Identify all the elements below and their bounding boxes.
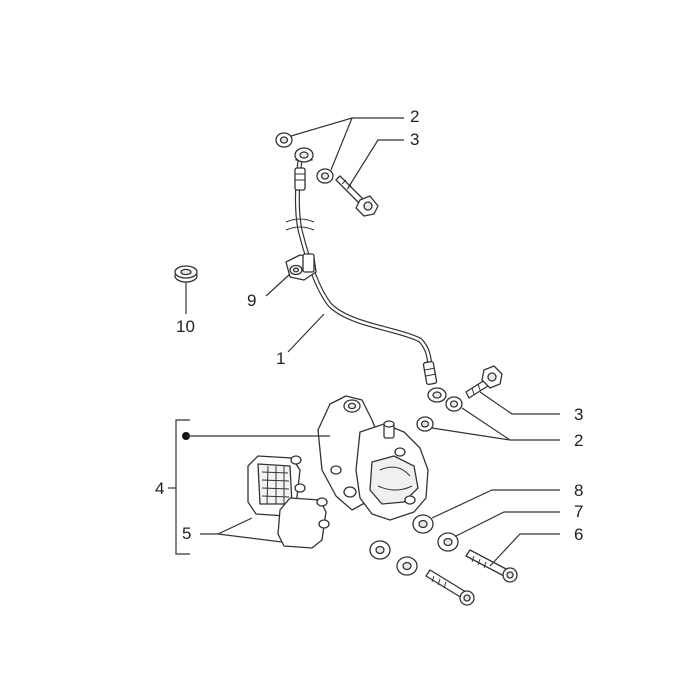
part-2-washer-bottom-a [416, 416, 434, 432]
part-4-brake-caliper [317, 395, 429, 521]
part-8-washer-a [412, 514, 434, 534]
callout-9: 9 [247, 291, 257, 310]
part-9-hose-clip [285, 253, 317, 281]
part-8-washer-b [369, 540, 391, 560]
bracket-4 [175, 419, 190, 555]
part-2-washer-top-b [316, 168, 334, 184]
callout-7: 7 [574, 502, 584, 521]
callout-8: 8 [574, 481, 584, 500]
leader-7 [455, 511, 560, 537]
leader-3-bottom [479, 391, 560, 415]
part-1-brake-hose [285, 147, 447, 403]
part-5-brake-pad-b [277, 497, 330, 549]
part-7-washer-a [437, 532, 459, 552]
part-6-bolt-b [425, 569, 475, 606]
callout-3-top: 3 [410, 130, 420, 149]
callout-3-bottom: 3 [574, 405, 584, 424]
part-3-banjo-bolt-bottom [465, 365, 503, 399]
part-10-seal [174, 265, 198, 283]
part-6-bolt-a [465, 549, 518, 583]
part-7-washer-b [396, 556, 418, 576]
callout-1: 1 [276, 349, 286, 368]
callout-2-bottom: 2 [574, 431, 584, 450]
callout-5: 5 [182, 524, 192, 543]
leader-6 [489, 533, 560, 567]
leader-9 [265, 273, 291, 297]
leader-2-top [290, 117, 404, 171]
part-2-washer-bottom-b [445, 396, 463, 412]
leader-3-top [347, 139, 404, 189]
leader-2-bottom [431, 407, 560, 441]
callout-10: 10 [176, 317, 195, 336]
callout-4: 4 [155, 479, 165, 498]
leader-5 [200, 517, 283, 543]
part-3-banjo-bolt-top [335, 175, 379, 217]
leader-1 [287, 313, 325, 353]
leader-8 [431, 489, 560, 519]
part-2-washer-top-a [275, 132, 293, 148]
callout-6: 6 [574, 525, 584, 544]
callout-2-top: 2 [410, 107, 420, 126]
